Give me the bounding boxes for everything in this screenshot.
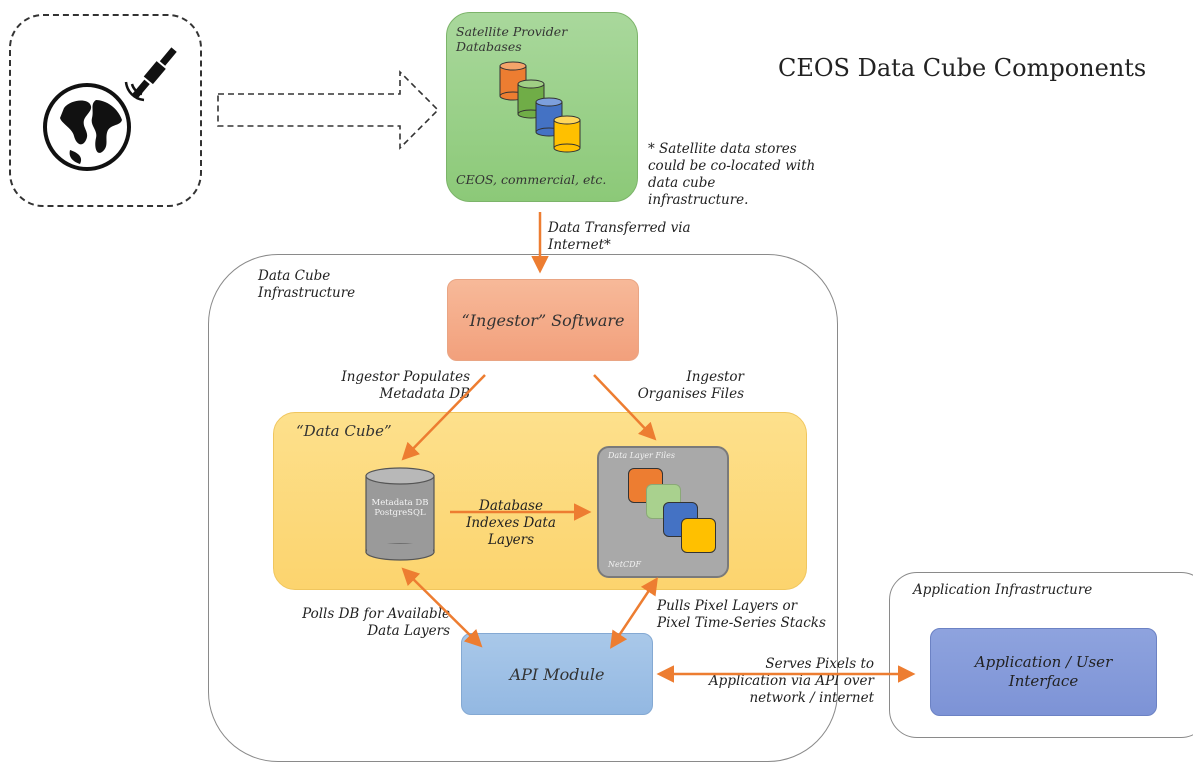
satellite-icon bbox=[124, 47, 177, 102]
satellite-source-panel bbox=[9, 14, 202, 207]
pulls-label: Pulls Pixel Layers or Pixel Time-Series … bbox=[657, 598, 826, 631]
provider-footer: CEOS, commercial, etc. bbox=[456, 172, 607, 187]
ingestor-label: “Ingestor” Software bbox=[461, 310, 625, 330]
provider-database-stack bbox=[499, 61, 581, 153]
metadata-database-icon bbox=[365, 467, 435, 561]
earth-globe-icon bbox=[43, 83, 131, 171]
populates-label: Ingestor Populates Metadata DB bbox=[341, 369, 470, 402]
application-infrastructure-container bbox=[889, 572, 1193, 738]
database-icon bbox=[553, 115, 581, 153]
metadata-db-label: Metadata DB PostgreSQL bbox=[371, 498, 429, 518]
polls-label: Polls DB for Available Data Layers bbox=[302, 606, 450, 639]
data-flow-dashed-arrow bbox=[217, 70, 440, 150]
files-title: Data Layer Files bbox=[608, 451, 675, 460]
satellite-provider-box bbox=[446, 12, 638, 202]
indexes-label: Database Indexes Data Layers bbox=[466, 498, 556, 548]
application-user-interface-label: Application / User Interface bbox=[974, 653, 1113, 690]
serves-label: Serves Pixels to Application via API ove… bbox=[708, 656, 874, 706]
colocation-note: * Satellite data stores could be co-loca… bbox=[648, 141, 816, 208]
application-user-interface-box: Application / User Interface bbox=[930, 628, 1157, 716]
provider-title: Satellite Provider Databases bbox=[456, 24, 568, 54]
data-cube-label: “Data Cube” bbox=[296, 422, 392, 440]
transfer-label: Data Transferred via Internet* bbox=[548, 220, 691, 253]
application-infrastructure-label: Application Infrastructure bbox=[913, 582, 1093, 598]
ingestor-software-box: “Ingestor” Software bbox=[447, 279, 639, 361]
diagram-title: CEOS Data Cube Components bbox=[778, 54, 1147, 82]
api-module-label: API Module bbox=[509, 664, 605, 684]
data-cube-infrastructure-label: Data Cube Infrastructure bbox=[258, 268, 356, 301]
files-footer: NetCDF bbox=[608, 560, 642, 569]
organises-label: Ingestor Organises Files bbox=[637, 369, 744, 402]
data-layer-file bbox=[681, 518, 716, 553]
api-module-box: API Module bbox=[461, 633, 653, 715]
